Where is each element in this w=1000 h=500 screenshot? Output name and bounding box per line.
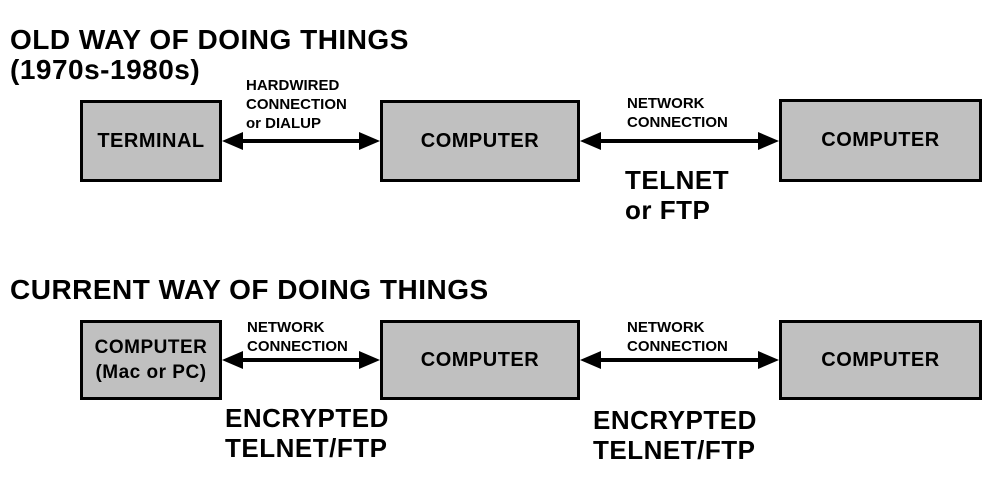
node-terminal-label: TERMINAL [97,129,205,152]
node-old-computer-right-label: COMPUTER [821,129,940,151]
current-link1-line1: NETWORK [247,319,325,336]
node-computer-mac-pc-label: COMPUTER [94,337,208,358]
current-protocol2-label: ENCRYPTED TELNET/FTP [593,405,757,465]
old-link2-label: NETWORK CONNECTION [627,94,728,132]
current-link2-line2: CONNECTION [627,338,728,355]
current-link1-label: NETWORK CONNECTION [247,318,348,356]
current-way-title: CURRENT WAY OF DOING THINGS [10,274,489,305]
double-arrow-old-link1 [222,132,380,150]
old-link2-line1: NETWORK [627,95,705,112]
node-old-computer-middle: COMPUTER [380,100,580,182]
node-old-computer-middle-label: COMPUTER [420,129,540,152]
node-computer-mac-pc: COMPUTER (Mac or PC) [80,320,222,400]
current-protocol1-label: ENCRYPTED TELNET/FTP [225,403,389,463]
current-link1-line2: CONNECTION [247,338,348,355]
current-protocol1-line2: TELNET/FTP [225,433,388,463]
double-arrow-current-link2 [580,351,779,369]
current-protocol2-line2: TELNET/FTP [593,435,756,465]
old-protocol-line2: or FTP [625,195,711,225]
old-way-title-line2: (1970s-1980s) [10,54,201,85]
current-link2-line1: NETWORK [627,319,705,336]
old-link1-line1: HARDWIRED [246,77,340,94]
current-link2-label: NETWORK CONNECTION [627,318,728,356]
old-link1-label: HARDWIRED CONNECTION or DIALUP [246,76,347,133]
current-protocol2-line1: ENCRYPTED [593,405,757,435]
old-link1-line2: CONNECTION [246,96,347,113]
old-way-title-line1: OLD WAY OF DOING THINGS [10,24,409,55]
double-arrow-old-link2 [580,132,779,150]
current-protocol1-line1: ENCRYPTED [225,403,389,433]
old-protocol-line1: TELNET [625,165,730,195]
node-current-computer-middle: COMPUTER [380,320,580,400]
old-link2-line2: CONNECTION [627,114,728,131]
old-way-title: OLD WAY OF DOING THINGS (1970s-1980s) [10,25,409,85]
node-current-computer-right: COMPUTER [779,320,982,400]
old-link1-line3: or DIALUP [246,115,321,132]
node-computer-mac-pc-sublabel: (Mac or PC) [95,362,207,383]
old-protocol-label: TELNET or FTP [625,165,729,225]
node-current-computer-middle-label: COMPUTER [420,348,540,371]
node-old-computer-right: COMPUTER [779,99,982,182]
node-terminal: TERMINAL [80,100,222,182]
double-arrow-current-link1 [222,351,380,369]
node-current-computer-right-label: COMPUTER [821,348,940,371]
